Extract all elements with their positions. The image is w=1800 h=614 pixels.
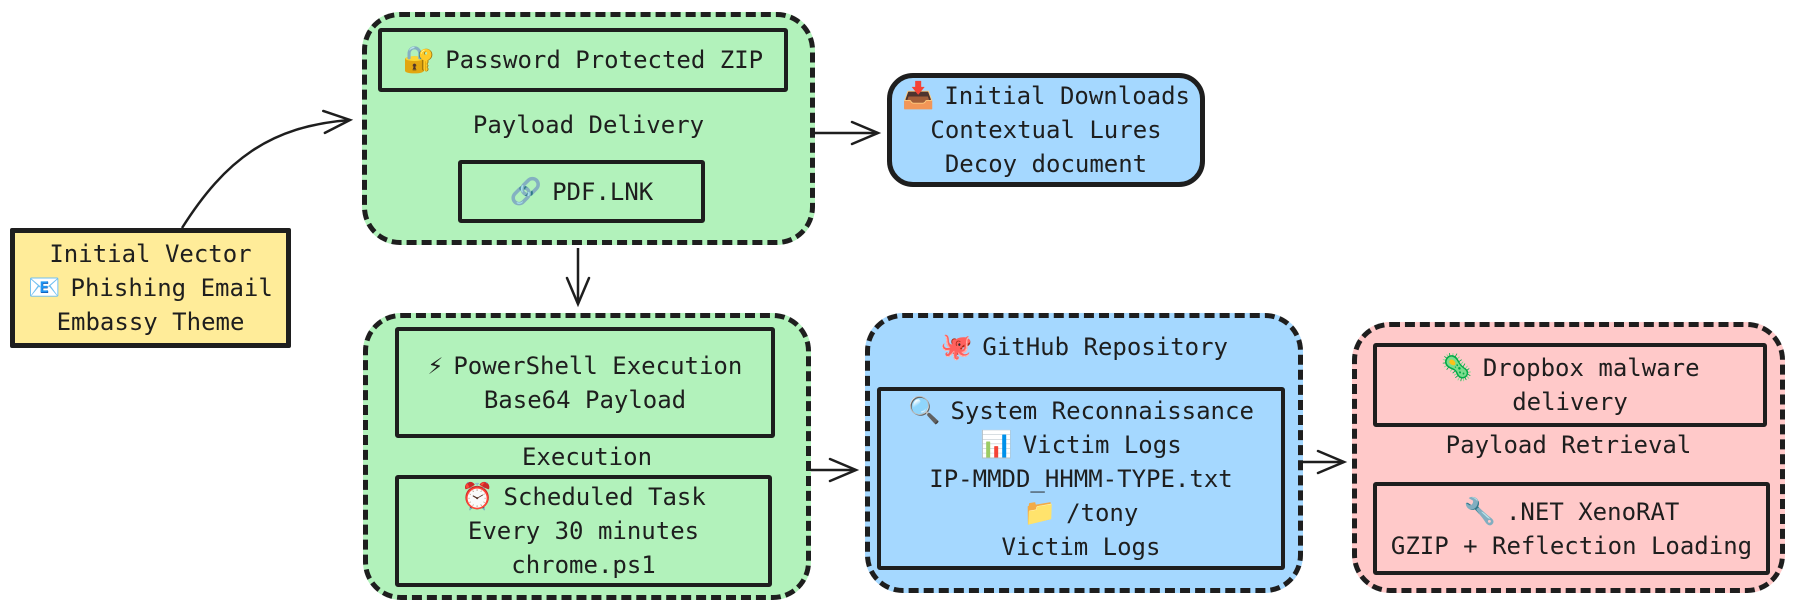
recon-line1: System Reconnaissance [950,396,1254,425]
inbox-tray-icon: 📥 [901,81,935,111]
initial-vector-line2: Phishing Email [70,274,273,302]
initial-downloads-line2: Contextual Lures [930,116,1162,144]
lightning-bolt-icon: ⚡ [427,350,444,381]
stage-github-repository: 🐙 GitHub Repository 🔍 System Reconnaissa… [865,313,1303,593]
node-initial-downloads: 📥 Initial Downloads Contextual Lures Dec… [887,73,1205,187]
initial-downloads-line1: Initial Downloads [944,82,1190,110]
initial-vector-title: Initial Vector [49,240,252,268]
octopus-icon: 🐙 [939,332,973,362]
initial-downloads-line3: Decoy document [944,150,1148,178]
recon-line4: /tony [1066,498,1139,527]
stage-label-execution: Execution [521,443,653,471]
link-icon: 🔗 [509,176,543,207]
stage-payload-delivery: 🔐 Password Protected ZIP Payload Deliver… [362,12,815,245]
email-icon: 📧 [28,273,61,303]
recon-line5: Victim Logs [1001,532,1161,561]
xenorat-line1: .NET XenoRAT [1505,497,1680,526]
node-system-reconnaissance: 🔍 System Reconnaissance 📊 Victim Logs IP… [877,387,1285,570]
recon-line3: IP-MMDD_HHMM-TYPE.txt [929,464,1233,493]
stage-label-payload-retrieval: Payload Retrieval [1445,431,1692,459]
scheduled-task-line1: Scheduled Task [503,483,706,511]
xenorat-line2: GZIP + Reflection Loading [1390,531,1753,560]
stage-execution: ⚡ PowerShell Execution Base64 Payload Ex… [363,313,811,600]
stage-label-payload-delivery: Payload Delivery [472,111,705,139]
dropbox-line2: delivery [1512,388,1628,416]
node-pdf-lnk: 🔗 PDF.LNK [458,160,705,223]
wrench-icon: 🔧 [1463,496,1496,527]
initial-vector-line3: Embassy Theme [56,308,245,336]
recon-line2: Victim Logs [1022,430,1182,459]
node-dropbox-malware-delivery: 🦠 Dropbox malware delivery [1373,343,1767,427]
node-powershell-execution: ⚡ PowerShell Execution Base64 Payload [395,327,775,438]
dropbox-line1: Dropbox malware [1482,354,1700,382]
scheduled-task-line2: Every 30 minutes [467,517,700,545]
pdf-lnk-label: PDF.LNK [552,177,654,206]
arrow-initial-vector-to-payload-delivery [180,109,354,229]
github-repository-title: GitHub Repository [982,333,1228,361]
file-folder-icon: 📁 [1023,497,1057,528]
node-xenorat: 🔧 .NET XenoRAT GZIP + Reflection Loading [1373,482,1770,575]
node-initial-vector: Initial Vector 📧 Phishing Email Embassy … [10,228,291,348]
powershell-line2: Base64 Payload [483,385,687,414]
node-password-protected-zip: 🔐 Password Protected ZIP [378,28,788,92]
bar-chart-icon: 📊 [980,429,1013,460]
magnifying-glass-icon: 🔍 [908,395,941,426]
stage-payload-retrieval: 🦠 Dropbox malware delivery Payload Retri… [1352,322,1785,593]
powershell-line1: PowerShell Execution [453,351,743,380]
node-scheduled-task: ⏰ Scheduled Task Every 30 minutes chrome… [395,475,772,587]
zip-label: Password Protected ZIP [445,46,764,74]
microbe-icon: 🦠 [1440,353,1473,383]
scheduled-task-line3: chrome.ps1 [511,551,656,579]
alarm-clock-icon: ⏰ [461,482,494,512]
lock-with-key-icon: 🔐 [402,45,436,75]
